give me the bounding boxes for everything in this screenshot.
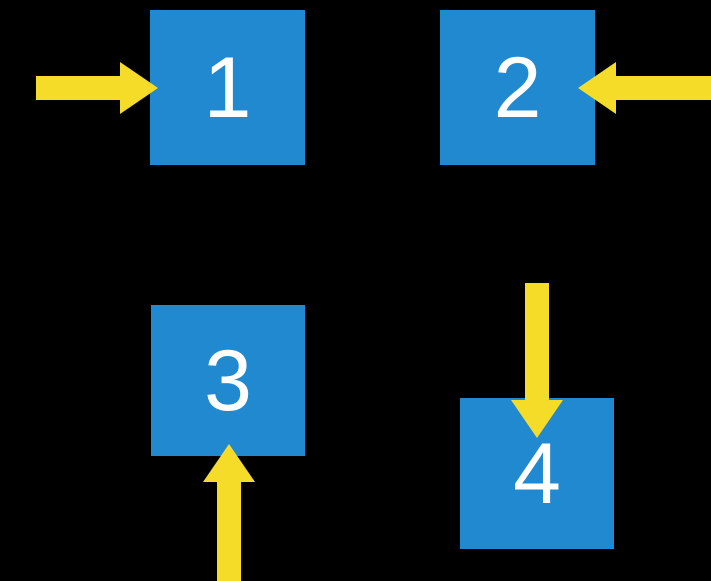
arrow-into-box-2 (578, 62, 711, 114)
node-label-1: 1 (203, 39, 252, 136)
node-label-4: 4 (513, 425, 561, 522)
arrow-into-box-4 (511, 283, 563, 438)
node-label-2: 2 (493, 39, 542, 136)
node-box-1[interactable]: 1 (150, 10, 305, 165)
node-box-2[interactable]: 2 (440, 10, 595, 165)
arrow-into-box-1 (36, 62, 158, 114)
arrow-into-box-3 (203, 444, 255, 581)
node-label-3: 3 (204, 332, 252, 429)
node-box-4[interactable]: 4 (460, 398, 614, 549)
node-box-3[interactable]: 3 (151, 305, 305, 456)
